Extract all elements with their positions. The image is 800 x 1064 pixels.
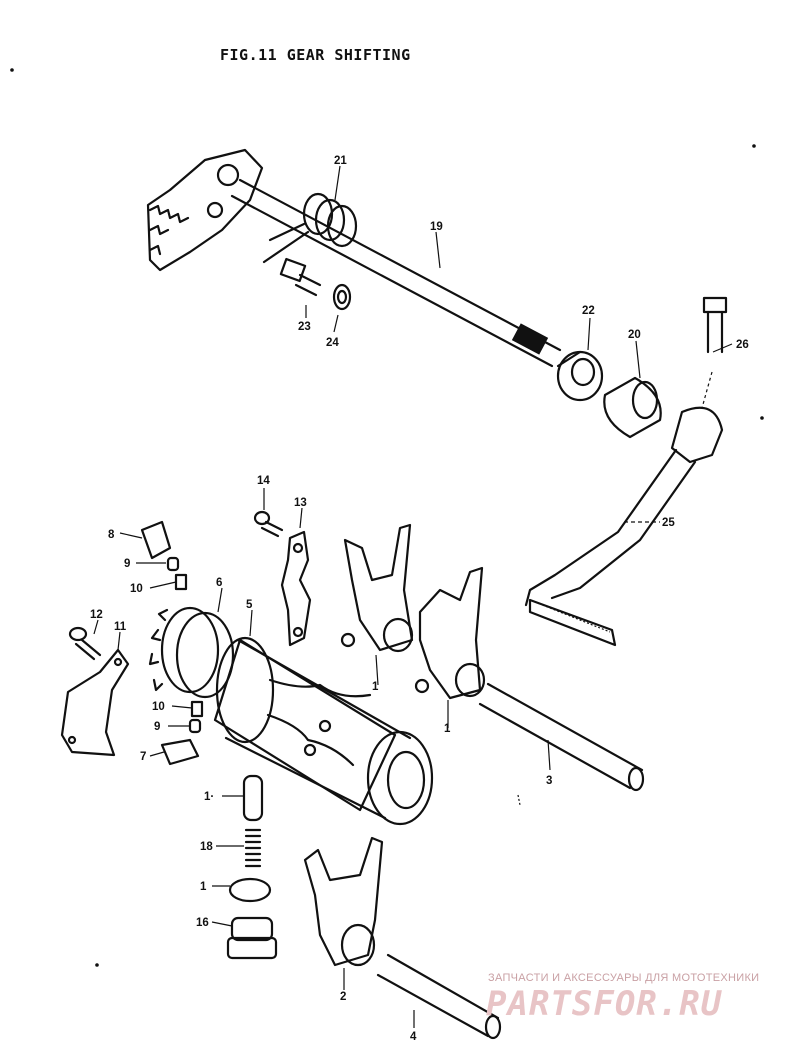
fork-shaft-3 — [478, 682, 645, 792]
shift-fork-1-upper — [340, 523, 414, 653]
callout-12: 12 — [90, 609, 103, 621]
callout-14: 14 — [257, 475, 270, 487]
bolt-23 — [279, 257, 322, 297]
shift-fork-1-lower — [414, 566, 486, 700]
callout-9-upper: 9 — [124, 558, 130, 570]
callout-26: 26 — [736, 339, 749, 351]
spring-10-upper — [174, 573, 188, 591]
callout-9-lower: 9 — [154, 721, 160, 733]
callout-3: 3 — [546, 775, 552, 787]
o-ring-17 — [228, 877, 272, 903]
callout-19: 19 — [430, 221, 443, 233]
callout-16: 16 — [196, 917, 209, 929]
callout-5: 5 — [246, 599, 253, 611]
bolt-26 — [702, 296, 728, 354]
cam-gear-6 — [148, 606, 235, 699]
plug-16 — [226, 916, 278, 960]
callout-17: 1 — [200, 881, 207, 893]
pawl-7 — [160, 738, 200, 766]
callout-21: 21 — [334, 155, 347, 167]
leader-lines — [93, 165, 733, 1028]
callout-1-lower: 1 — [444, 723, 451, 735]
callout-6: 6 — [216, 577, 222, 589]
callout-25: 25 — [662, 517, 675, 529]
bushing-20 — [603, 376, 662, 439]
callout-1-upper: 1 — [372, 681, 379, 693]
pin-9-upper — [166, 556, 180, 572]
screw-12 — [68, 626, 102, 661]
callout-4: 4 — [410, 1031, 417, 1043]
callout-10-lower: 10 — [152, 701, 165, 713]
oil-seal-22 — [556, 350, 604, 402]
figure-title: FIG.11 GEAR SHIFTING — [220, 46, 411, 64]
watermark-tagline: ЗАПЧАСТИ И АКСЕССУАРЫ ДЛЯ МОТОТЕХНИКИ — [488, 972, 760, 984]
shift-fork-2 — [303, 836, 384, 967]
screw-14 — [253, 510, 284, 538]
pin-15 — [242, 774, 264, 822]
cam-drum-5 — [213, 636, 434, 826]
pawl-8 — [140, 520, 172, 560]
callout-labels: 21 19 22 20 26 25 23 24 14 13 8 9 10 6 5… — [90, 155, 749, 1043]
shaft-spring — [262, 192, 358, 264]
stopper-plate-11 — [60, 648, 130, 757]
shift-lever-25 — [524, 406, 724, 647]
callout-23: 23 — [298, 321, 311, 333]
pin-9-lower — [188, 718, 202, 734]
fork-shaft-4 — [376, 953, 502, 1040]
scan-specks — [10, 68, 764, 967]
spring-18 — [244, 828, 262, 868]
plate-13 — [280, 530, 312, 647]
callout-8: 8 — [108, 529, 115, 541]
watermark-brand: PARTSFOR.RU — [486, 984, 723, 1024]
callout-10-upper: 10 — [130, 583, 143, 595]
callout-22: 22 — [582, 305, 595, 317]
callout-24: 24 — [326, 337, 339, 349]
spring-10-lower — [190, 700, 204, 718]
callout-20: 20 — [628, 329, 641, 341]
callout-2: 2 — [340, 991, 346, 1003]
shift-shaft — [146, 148, 562, 368]
washer-24 — [332, 283, 352, 311]
callout-15: 1· — [204, 791, 214, 803]
callout-13: 13 — [294, 497, 307, 509]
callout-18: 18 — [200, 841, 213, 853]
callout-7: 7 — [140, 751, 146, 763]
callout-11: 11 — [114, 621, 127, 633]
